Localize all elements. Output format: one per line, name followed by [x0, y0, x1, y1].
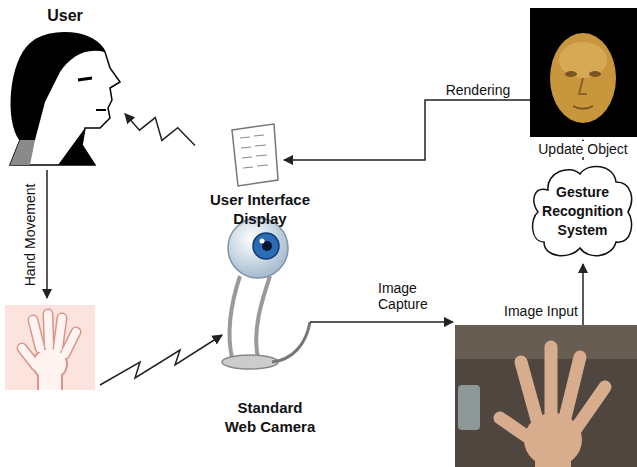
flow-arrow [582, 264, 584, 325]
flow-arrow [284, 100, 530, 160]
user-figure: User [5, 4, 125, 169]
camera-icon [222, 355, 278, 369]
face-render [565, 71, 577, 77]
flow-label: Image Input [500, 303, 578, 319]
user-head [10, 33, 120, 165]
flow-label: Image Capture [378, 280, 442, 312]
flow-arrow [100, 335, 222, 385]
face-render [550, 33, 616, 123]
hand-photo [575, 387, 605, 430]
face-render [573, 106, 593, 109]
node-title: User Interface Display [200, 190, 320, 228]
hand-icon [5, 305, 95, 390]
node-title: Gesture Recognition System [537, 183, 629, 240]
camera-icon [253, 233, 279, 259]
flow-label: Update Object [535, 141, 631, 157]
user-head [58, 128, 95, 165]
user-head [96, 109, 106, 111]
hand-icon [22, 348, 36, 366]
user-head [11, 33, 105, 140]
hand-photo [455, 325, 637, 467]
face-render [530, 8, 637, 137]
user-head [10, 33, 120, 165]
hand-icon [48, 314, 49, 346]
display-device: User Interface Display [195, 118, 325, 232]
hand-icon [22, 348, 36, 366]
hand-photo [565, 357, 580, 418]
hand-photo [521, 362, 537, 420]
hand-photo [455, 325, 637, 467]
hand-photo [535, 445, 571, 467]
hand-icon [37, 368, 63, 390]
hand-icon [58, 318, 62, 348]
camera-icon [222, 218, 310, 369]
hand-icon [58, 318, 62, 348]
hand-photo [458, 385, 480, 430]
node-title: Standard Web Camera [222, 398, 318, 436]
hand-icon [39, 368, 61, 390]
display-icon [240, 135, 268, 168]
flow-arrow [46, 170, 48, 298]
flow-label: Rendering [440, 82, 516, 98]
hand-photo [545, 347, 558, 415]
hand-icon [33, 320, 40, 348]
face-render [589, 71, 601, 77]
flow-arrow [47, 100, 583, 385]
face-render [530, 8, 637, 137]
flow-label: Hand Movement [22, 180, 38, 290]
wireless-link [125, 114, 195, 146]
flow-arrow [310, 321, 453, 323]
display-icon [232, 124, 278, 186]
hand-icon [5, 305, 95, 390]
user-head [78, 78, 92, 80]
hand-icon [65, 332, 76, 354]
hand-icon [48, 314, 49, 346]
camera-icon [272, 322, 310, 362]
node-title: User [5, 6, 125, 25]
cloud-outline [533, 166, 632, 255]
cloud-process: Gesture Recognition System [528, 160, 637, 262]
hand-icon [65, 332, 76, 354]
camera-icon [260, 239, 265, 244]
face-render [559, 42, 607, 78]
hand-icon [33, 320, 40, 348]
hand-photo [524, 413, 582, 467]
user-head [10, 140, 35, 165]
display-icon [232, 124, 278, 186]
camera-icon [256, 276, 270, 358]
camera-icon [230, 276, 240, 358]
face-render [579, 78, 587, 94]
camera-device: Standard Web Camera [222, 212, 318, 440]
